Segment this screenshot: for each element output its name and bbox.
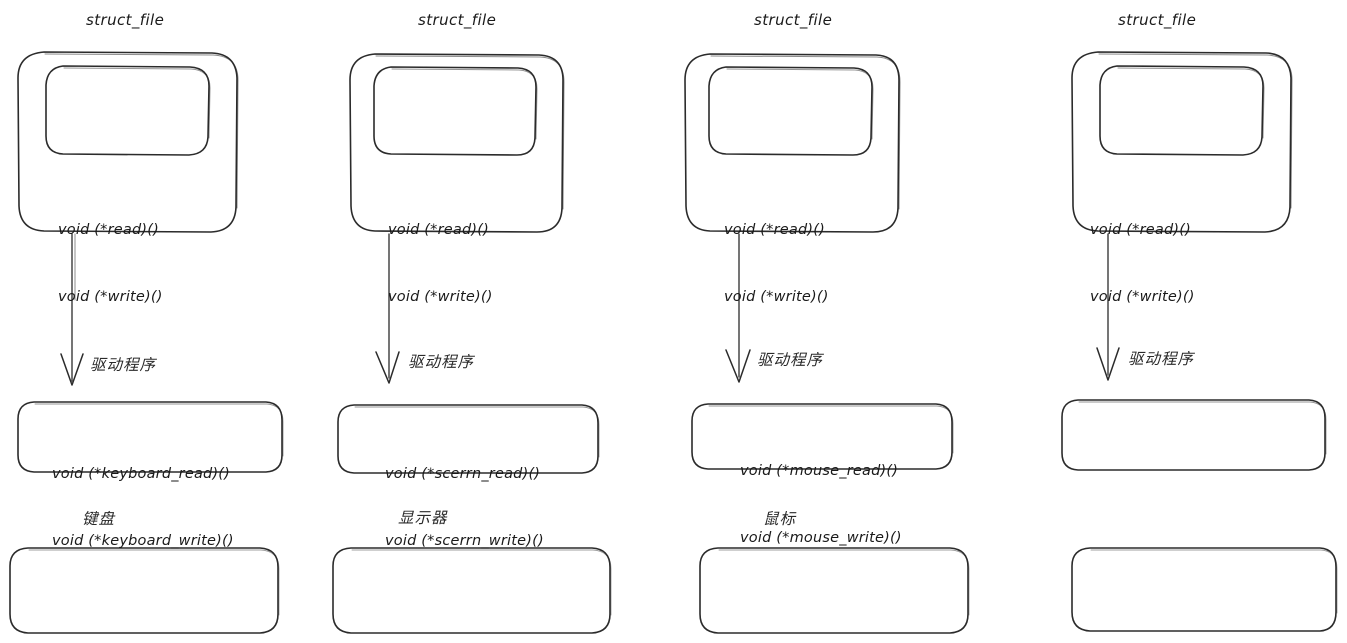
struct-file-outer-box-sketch [44, 53, 239, 209]
device-box [9, 547, 279, 634]
driver-op-read: void (*scerrn_read)() [385, 465, 541, 482]
struct-file-outer-box-sketch [710, 55, 901, 210]
driver-box-sketch [1078, 401, 1327, 455]
struct-op-read: void (*read)() [724, 221, 825, 238]
struct-op-read: void (*read)() [1090, 221, 1191, 238]
device-label: 键盘 [82, 510, 116, 528]
struct-file-title: struct_file [418, 11, 497, 29]
struct-file-inner-box [45, 65, 210, 156]
driver-op-read: void (*mouse_read)() [740, 462, 899, 479]
device-box-sketch [351, 549, 612, 616]
driver-op-write: void (*scerrn_write)() [385, 533, 544, 550]
driver-box-sketch [34, 403, 284, 457]
struct-file-inner-box-sketch [391, 68, 538, 140]
struct-file-title: struct_file [1118, 11, 1197, 29]
arrow-label-driver: 驱动程序 [1128, 350, 1195, 368]
arrow-head [375, 351, 400, 384]
struct-file-title: struct_file [86, 11, 165, 29]
struct-op-write: void (*write)() [388, 289, 493, 306]
struct-file-ops: void (*read)() void (*write)() [724, 174, 829, 354]
device-box [699, 547, 969, 634]
device-box-sketch [718, 549, 970, 616]
struct-file-inner-box-sketch [1117, 67, 1265, 139]
struct-op-read: void (*read)() [388, 221, 489, 238]
struct-file-outer-box-sketch [375, 55, 565, 210]
device-box [1071, 547, 1337, 632]
device-box [332, 547, 611, 634]
arrow-head [1096, 347, 1120, 381]
struct-file-inner-box-sketch [63, 67, 211, 139]
struct-file-inner-box [708, 66, 873, 156]
driver-op-write: void (*keyboard_write)() [52, 533, 234, 550]
struct-file-inner-box-sketch [726, 68, 874, 140]
driver-box-sketch [354, 406, 600, 458]
struct-file-outer-box-sketch [1098, 53, 1293, 209]
struct-file-title: struct_file [754, 11, 833, 29]
driver-op-write: void (*mouse_write)() [740, 530, 902, 547]
struct-file-inner-box [1099, 65, 1264, 156]
arrow-head [60, 353, 84, 386]
struct-op-write: void (*write)() [1090, 289, 1195, 306]
struct-file-inner-box [373, 66, 537, 156]
device-box-sketch [28, 549, 280, 616]
driver-box-sketch [708, 405, 954, 454]
struct-file-ops: void (*read)() void (*write)() [58, 174, 163, 354]
struct-op-read: void (*read)() [58, 221, 159, 238]
arrow-label-driver: 驱动程序 [757, 351, 824, 369]
driver-op-read: void (*keyboard_read)() [52, 465, 231, 482]
device-label: 显示器 [398, 509, 448, 527]
driver-ops: void (*scerrn_read)() void (*scerrn_writ… [385, 418, 544, 598]
driver-ops: void (*keyboard_read)() void (*keyboard_… [52, 418, 234, 598]
struct-op-write: void (*write)() [724, 289, 829, 306]
arrow-label-driver: 驱动程序 [90, 356, 157, 374]
device-label: 鼠标 [763, 510, 797, 528]
device-box-sketch [1090, 549, 1338, 614]
arrow-label-driver: 驱动程序 [408, 353, 475, 371]
driver-ops [1100, 412, 1119, 547]
struct-file-ops: void (*read)() void (*write)() [388, 174, 493, 354]
arrow-head [725, 349, 751, 383]
struct-file-ops: void (*read)() void (*write)() [1090, 174, 1195, 354]
struct-op-write: void (*write)() [58, 289, 163, 306]
driver-ops: void (*mouse_read)() void (*mouse_write)… [740, 415, 902, 595]
